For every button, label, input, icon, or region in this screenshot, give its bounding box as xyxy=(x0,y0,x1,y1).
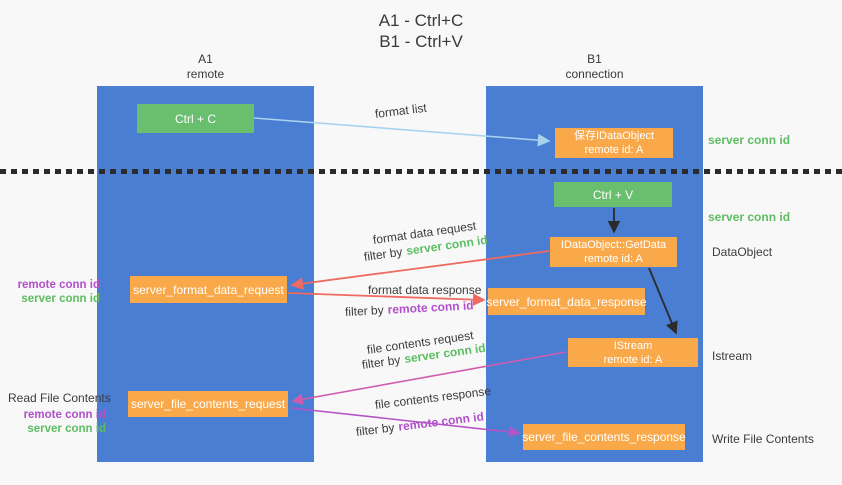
node-server-format-data-response: server_format_data_response xyxy=(486,288,647,315)
arrow-format-data-response xyxy=(287,292,486,306)
right-server-conn-id-mid: server conn id xyxy=(708,210,791,224)
lane-a1-name: A1 xyxy=(198,52,213,66)
label-istream: Istream xyxy=(712,349,753,363)
right-server-conn-id-top: server conn id xyxy=(708,133,791,147)
arrow-file-contents-response xyxy=(290,407,521,438)
node-ctrl-c-label: Ctrl + C xyxy=(174,111,216,126)
left-file-server-conn-id: server conn id xyxy=(27,423,106,435)
node-idataobject-getdata-line2: remote id: A xyxy=(584,253,643,265)
title-line-1: A1 - Ctrl+C xyxy=(378,11,464,30)
label-read-file-contents: Read File Contents xyxy=(8,391,111,405)
node-idataobject-getdata: IDataObject::GetData remote id: A xyxy=(550,237,677,267)
node-server-file-contents-response-label: server_file_contents_response xyxy=(522,430,686,444)
node-ctrl-c: Ctrl + C xyxy=(137,104,254,133)
lane-a1-subtitle: remote xyxy=(186,67,225,81)
diagram-title: A1 - Ctrl+C B1 - Ctrl+V xyxy=(0,10,842,52)
node-server-format-data-response-label: server_format_data_response xyxy=(486,294,647,309)
arrow-file-contents-request xyxy=(291,351,567,405)
label-format-data-response: format data response xyxy=(368,283,482,297)
lane-header-b1: B1 connection xyxy=(486,52,703,82)
arrow-format-list xyxy=(253,117,551,147)
title-line-2: B1 - Ctrl+V xyxy=(379,32,463,51)
node-save-dataobject: 保存IDataObject remote id: A xyxy=(555,128,673,158)
label-dataobject: DataObject xyxy=(712,245,773,259)
label-write-file-contents: Write File Contents xyxy=(712,432,814,446)
node-server-format-data-request: server_format_data_request xyxy=(130,276,287,303)
left-file-conn-ids: remote conn id server conn id xyxy=(22,408,106,436)
left-format-remote-conn-id: remote conn id xyxy=(17,279,100,291)
node-istream-line1: IStream xyxy=(613,339,653,352)
node-save-dataobject-line2: remote id: A xyxy=(584,144,644,156)
node-server-format-data-request-label: server_format_data_request xyxy=(133,282,284,297)
left-format-server-conn-id: server conn id xyxy=(21,293,100,305)
left-format-conn-ids: remote conn id server conn id xyxy=(14,278,100,306)
node-ctrl-v: Ctrl + V xyxy=(554,182,672,207)
arrow-format-data-request xyxy=(290,250,550,290)
lane-b1-subtitle: connection xyxy=(565,67,624,81)
node-idataobject-getdata-line1: IDataObject::GetData xyxy=(560,239,667,251)
lane-header-a1: A1 remote xyxy=(97,52,314,82)
node-istream-line2: remote id: A xyxy=(603,353,663,366)
filter-by-text: filter by xyxy=(344,302,385,319)
node-save-dataobject-line1: 保存IDataObject xyxy=(573,130,655,142)
dashed-divider xyxy=(0,169,842,174)
lane-b1-name: B1 xyxy=(587,52,602,66)
left-file-remote-conn-id: remote conn id xyxy=(23,409,106,421)
node-istream: IStream remote id: A xyxy=(568,338,698,367)
node-server-file-contents-request: server_file_contents_request xyxy=(128,391,288,417)
node-server-file-contents-response: server_file_contents_response xyxy=(522,424,686,450)
node-ctrl-v-label: Ctrl + V xyxy=(592,187,634,202)
node-server-file-contents-request-label: server_file_contents_request xyxy=(130,397,286,411)
arrow-getdata-to-istream xyxy=(648,267,678,335)
